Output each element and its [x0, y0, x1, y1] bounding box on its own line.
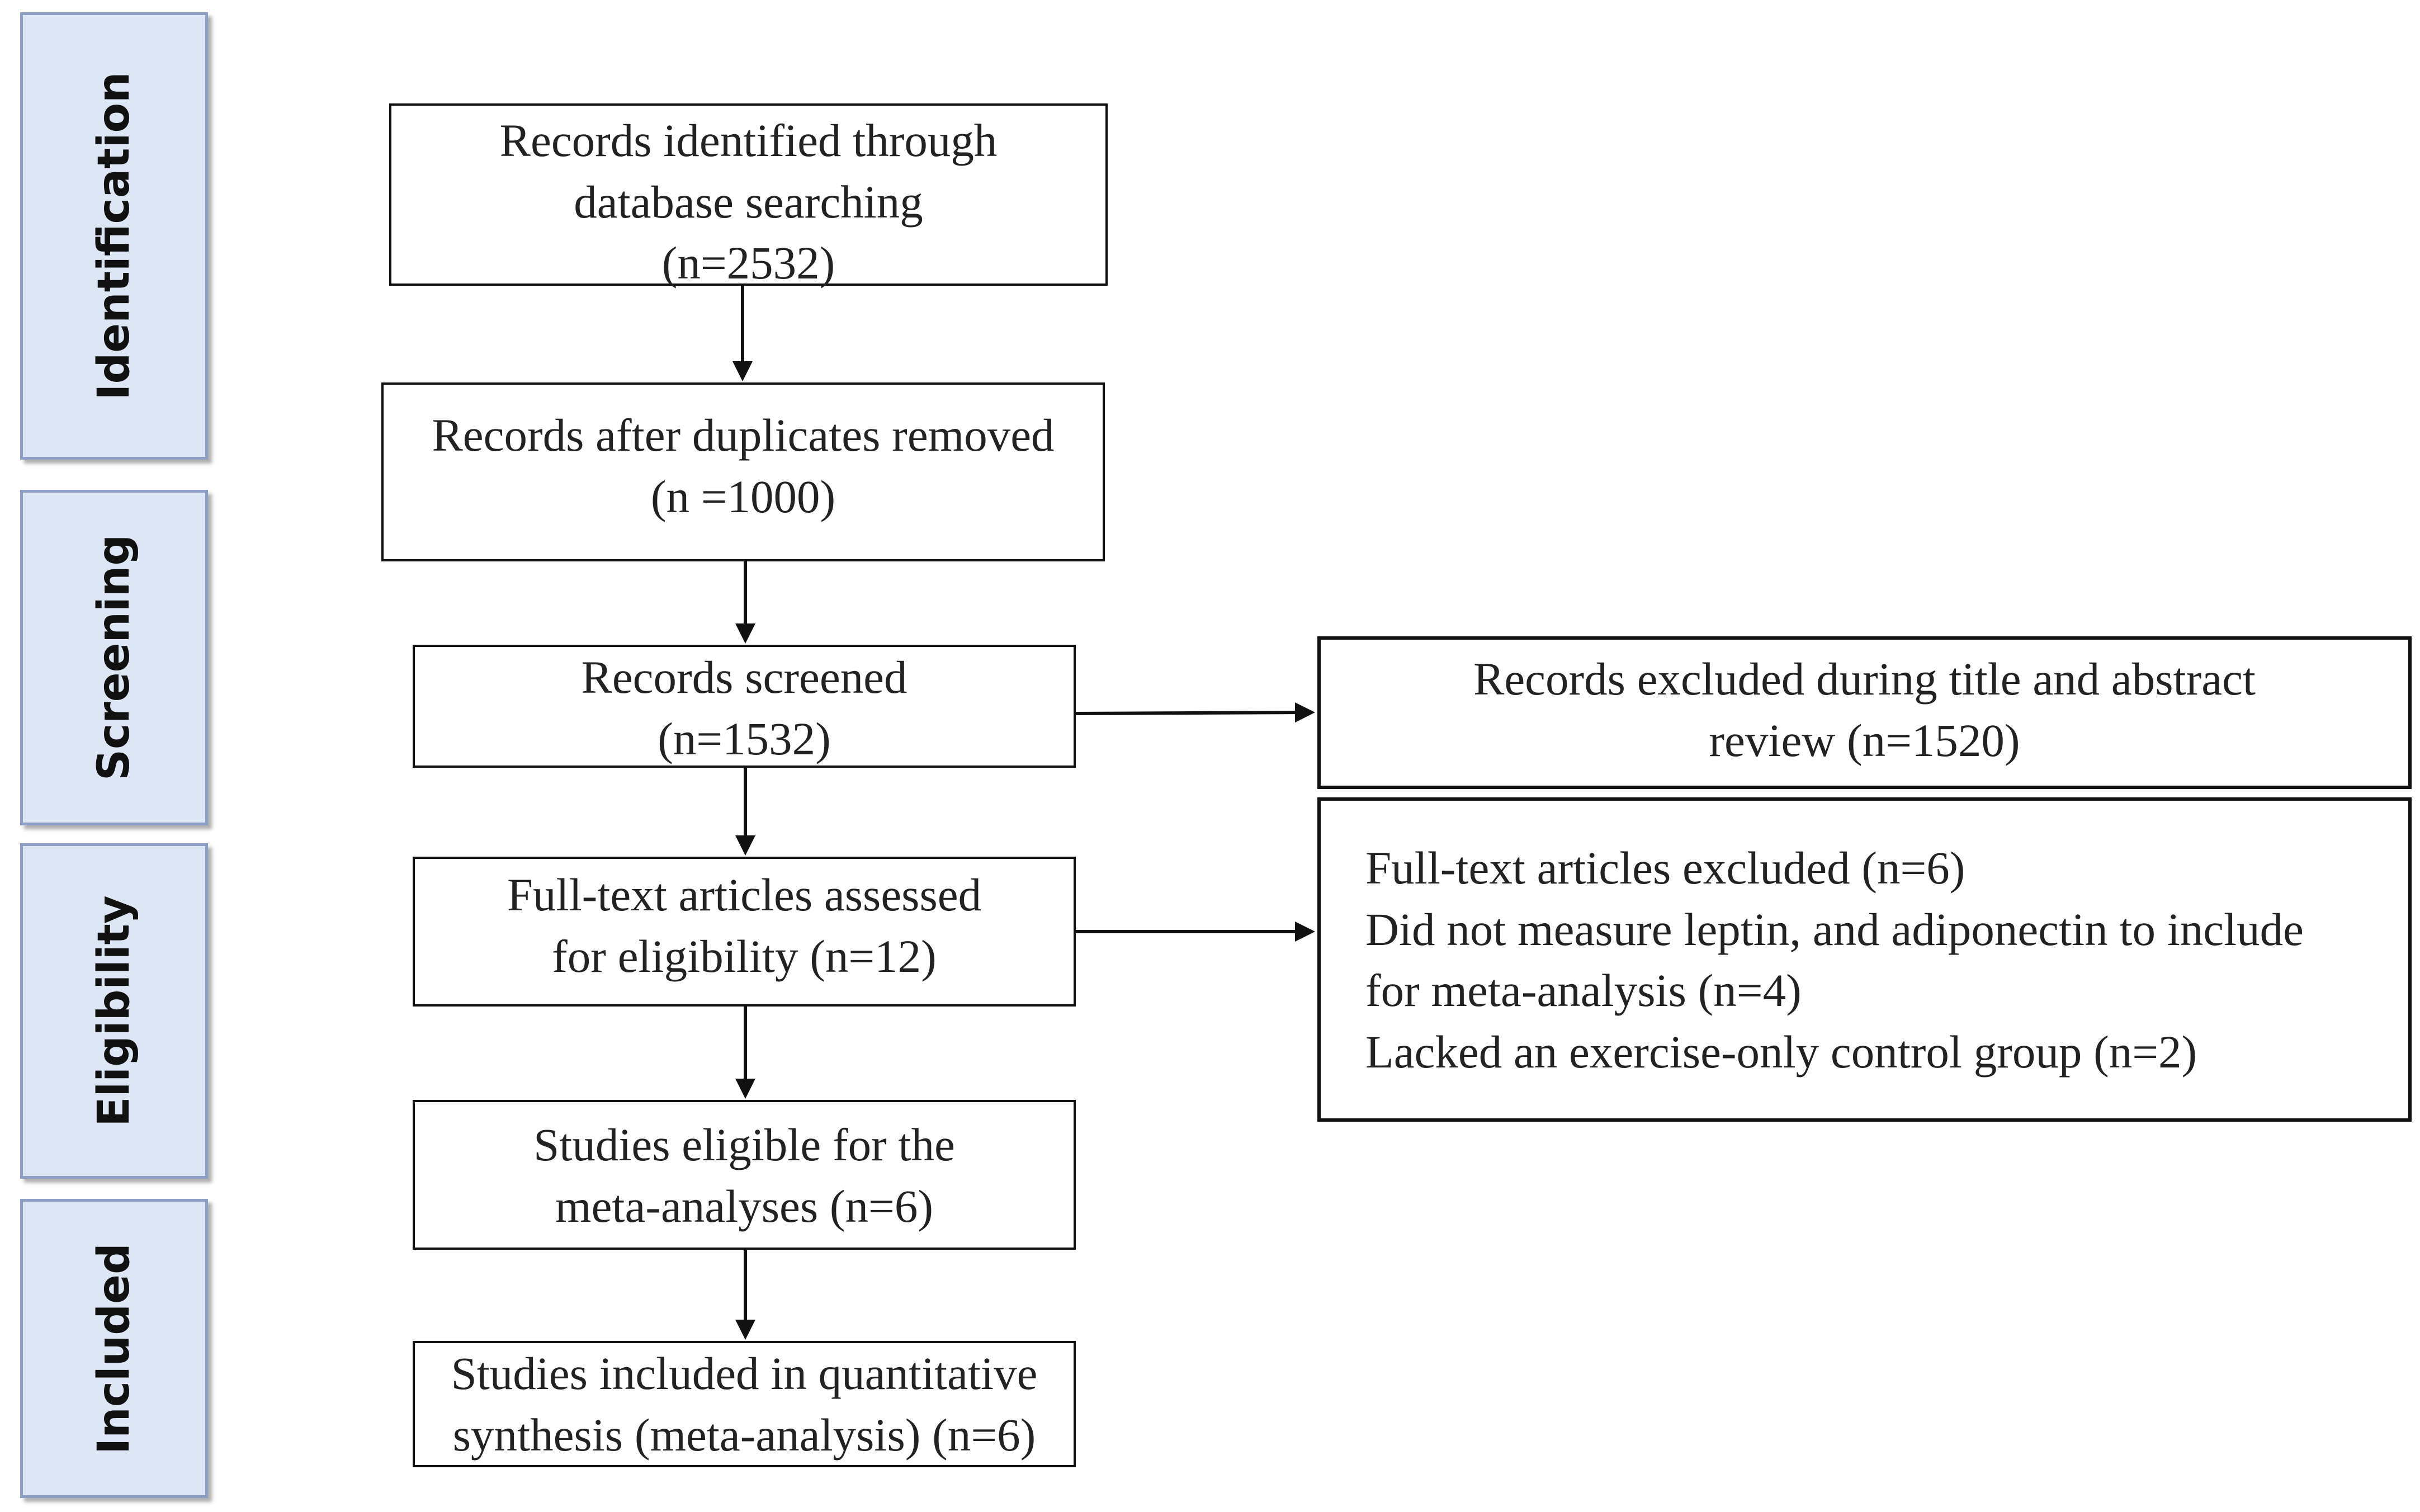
box-records-identified-line-2: database searching — [574, 176, 923, 228]
arrow-screened-to-excluded — [1075, 702, 1315, 723]
phase-eligibility: Eligibility — [20, 843, 208, 1179]
box-excluded-title-abstract: Records excluded during title and abstra… — [1317, 636, 2412, 789]
box-records-identified: Records identified through database sear… — [389, 103, 1108, 289]
box-studies-eligible: Studies eligible for the meta-analyses (… — [413, 1100, 1076, 1250]
box-full-text-excluded-line-3: for meta-analysis (n=4) — [1365, 965, 1802, 1017]
box-full-text-assessed: Full-text articles assessed for eligibil… — [413, 857, 1076, 1007]
box-full-text-assessed-line-1: Full-text articles assessed — [507, 869, 982, 920]
box-full-text-excluded-line-4: Lacked an exercise-only control group (n… — [1365, 1026, 2197, 1078]
box-studies-included: Studies included in quantitative synthes… — [413, 1341, 1076, 1467]
box-duplicates-removed-line-2: (n =1000) — [650, 470, 836, 522]
phase-identification: Identification — [20, 12, 208, 460]
box-records-screened: Records screened (n=1532) — [413, 645, 1076, 768]
box-full-text-excluded-line-1: Full-text articles excluded (n=6) — [1365, 842, 1965, 894]
box-records-screened-line-1: Records screened — [581, 651, 908, 703]
box-studies-eligible-line-2: meta-analyses (n=6) — [555, 1180, 933, 1232]
box-studies-eligible-line-1: Studies eligible for the — [533, 1119, 955, 1170]
box-duplicates-removed-line-1: Records after duplicates removed — [432, 409, 1055, 461]
box-studies-included-line-1: Studies included in quantitative — [451, 1348, 1038, 1399]
box-records-identified-line-3: (n=2532) — [661, 237, 835, 289]
box-full-text-excluded: Full-text articles excluded (n=6) Did no… — [1317, 797, 2412, 1122]
box-full-text-assessed-line-2: for eligibility (n=12) — [552, 930, 937, 982]
box-excluded-title-abstract-line-1: Records excluded during title and abstra… — [1473, 653, 2256, 705]
box-excluded-title-abstract-line-2: review (n=1520) — [1709, 714, 2020, 766]
box-full-text-excluded-line-2: Did not measure leptin, and adiponectin … — [1365, 903, 2304, 955]
phase-included: Included — [20, 1199, 208, 1498]
box-duplicates-removed: Records after duplicates removed (n =100… — [381, 382, 1105, 561]
box-records-identified-line-1: Records identified through — [499, 115, 998, 166]
phase-screening: Screening — [20, 490, 208, 825]
box-records-screened-line-2: (n=1532) — [658, 712, 831, 764]
box-studies-included-line-2: synthesis (meta-analysis) (n=6) — [452, 1409, 1036, 1461]
